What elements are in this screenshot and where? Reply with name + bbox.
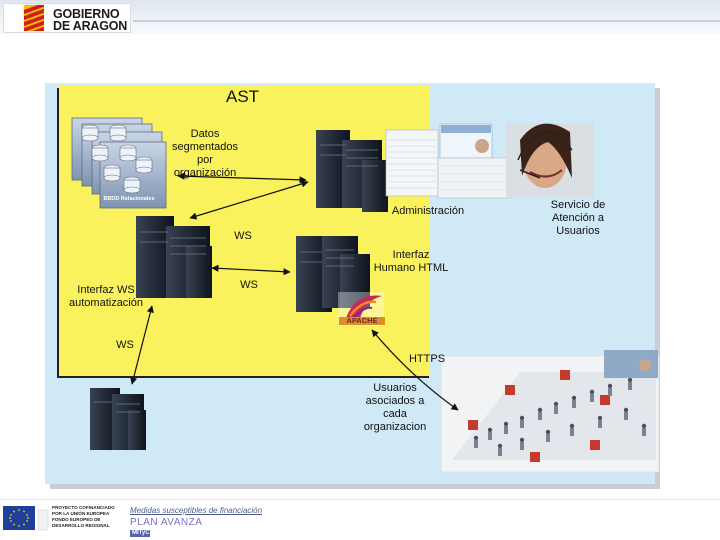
eu-cofinancing-text: PROYECTO COFINANCIADO POR LA UNIÓN EUROP…	[52, 505, 122, 529]
mityc-label: MITyC	[132, 530, 150, 536]
plan-avanza-logo: PLAN AVANZA	[130, 517, 202, 528]
financing-measure-link[interactable]: Medidas susceptibles de financiación	[130, 506, 262, 515]
